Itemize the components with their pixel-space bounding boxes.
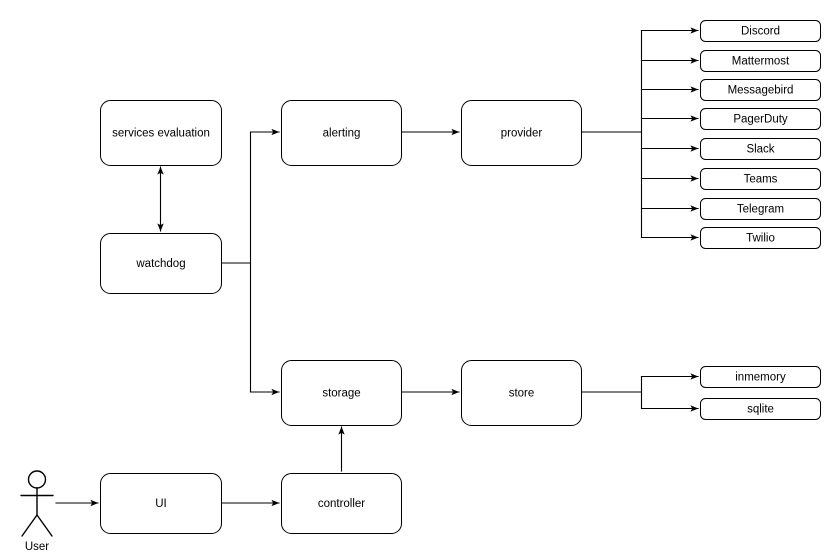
leaf-telegram[interactable]: Telegram xyxy=(700,198,821,220)
node-watchdog-label: watchdog xyxy=(135,258,185,270)
leaf-messagebird-rect[interactable] xyxy=(700,79,821,101)
node-services-evaluation-label: services evaluation xyxy=(112,128,210,140)
node-layer: services evaluation watchdog alerting pr… xyxy=(100,100,582,534)
leaf-discord[interactable]: Discord xyxy=(700,20,821,42)
node-store[interactable]: store xyxy=(461,360,582,426)
leaf-mattermost-label: Mattermost xyxy=(732,56,790,68)
leaf-sqlite-rect[interactable] xyxy=(700,398,821,420)
actor-left-leg-icon xyxy=(21,514,38,537)
node-store-rect[interactable] xyxy=(461,360,582,426)
leaf-slack-label: Slack xyxy=(746,144,774,156)
leaf-twilio[interactable]: Twilio xyxy=(700,227,821,249)
node-services-evaluation[interactable]: services evaluation xyxy=(100,100,222,166)
node-storage-label: storage xyxy=(322,388,360,400)
node-controller[interactable]: controller xyxy=(281,473,402,534)
node-ui-rect[interactable] xyxy=(100,473,222,534)
leaf-twilio-label: Twilio xyxy=(746,233,775,245)
node-alerting-rect[interactable] xyxy=(281,100,402,166)
actor-label: User xyxy=(25,541,49,553)
leaf-messagebird[interactable]: Messagebird xyxy=(700,79,821,101)
actor-head-icon xyxy=(27,470,47,489)
node-store-label: store xyxy=(509,388,535,400)
node-watchdog-rect[interactable] xyxy=(100,233,222,294)
leaf-teams[interactable]: Teams xyxy=(700,168,821,190)
leaf-inmemory-rect[interactable] xyxy=(700,366,821,388)
edge-layer xyxy=(55,27,699,507)
leaf-discord-rect[interactable] xyxy=(700,20,821,42)
leaf-teams-label: Teams xyxy=(744,174,778,186)
leaf-messagebird-label: Messagebird xyxy=(728,85,794,97)
node-provider-rect[interactable] xyxy=(461,100,582,166)
leaf-discord-label: Discord xyxy=(741,26,780,38)
leaf-pagerduty-rect[interactable] xyxy=(700,108,821,130)
leaf-pagerduty[interactable]: PagerDuty xyxy=(700,108,821,130)
node-watchdog[interactable]: watchdog xyxy=(100,233,222,294)
leaf-teams-rect[interactable] xyxy=(700,168,821,190)
leaf-slack-rect[interactable] xyxy=(700,138,821,160)
leaf-sqlite[interactable]: sqlite xyxy=(700,398,821,420)
store-leaf-layer: inmemory sqlite xyxy=(700,366,821,420)
leaf-telegram-rect[interactable] xyxy=(700,198,821,220)
leaf-sqlite-label: sqlite xyxy=(747,404,774,416)
node-alerting[interactable]: alerting xyxy=(281,100,402,166)
edge-store-fanout-branches xyxy=(640,373,699,412)
node-provider-label: provider xyxy=(501,128,543,140)
leaf-mattermost[interactable]: Mattermost xyxy=(700,50,821,72)
leaf-slack[interactable]: Slack xyxy=(700,138,821,160)
node-alerting-label: alerting xyxy=(323,128,361,140)
node-controller-rect[interactable] xyxy=(281,473,402,534)
leaf-pagerduty-label: PagerDuty xyxy=(733,114,788,126)
leaf-mattermost-rect[interactable] xyxy=(700,50,821,72)
node-storage[interactable]: storage xyxy=(281,360,402,426)
provider-leaf-layer: Discord Mattermost Messagebird PagerDuty… xyxy=(700,20,821,249)
leaf-twilio-rect[interactable] xyxy=(700,227,821,249)
node-storage-rect[interactable] xyxy=(281,360,402,426)
node-ui[interactable]: UI xyxy=(100,473,222,534)
leaf-telegram-label: Telegram xyxy=(737,204,784,216)
leaf-inmemory[interactable]: inmemory xyxy=(700,366,821,388)
node-provider[interactable]: provider xyxy=(461,100,582,166)
actor-right-leg-icon xyxy=(36,514,53,537)
user-actor[interactable]: User xyxy=(20,470,54,553)
leaf-inmemory-label: inmemory xyxy=(735,372,786,384)
edge-provider-fanout-branches xyxy=(640,27,699,241)
node-controller-label: controller xyxy=(318,498,365,510)
node-services-evaluation-rect[interactable] xyxy=(100,100,222,166)
node-ui-label: UI xyxy=(155,498,167,510)
